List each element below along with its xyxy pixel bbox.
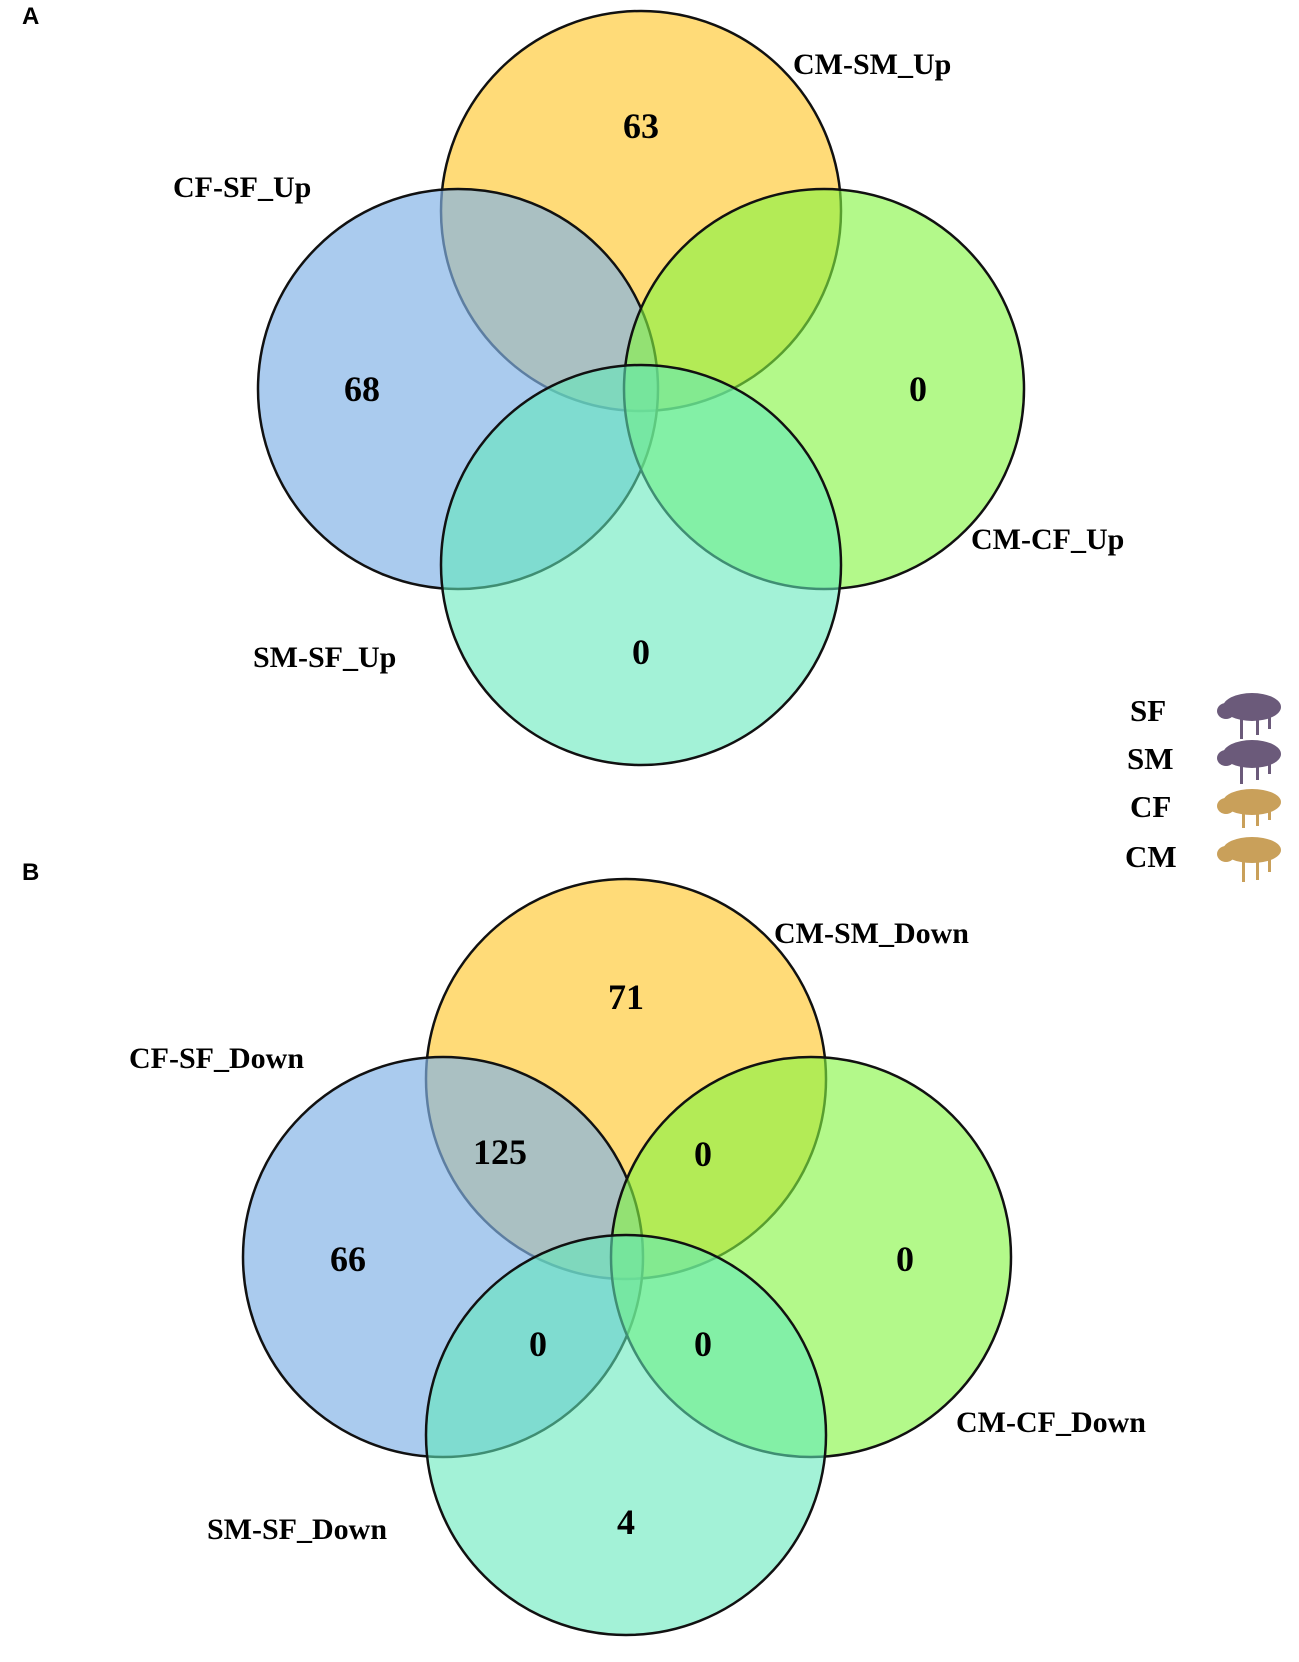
panel-a: A CM-SM_Up CF-SF_Up CM-CF_Up SM-SF_Up 63… — [22, 3, 1124, 767]
set-label-cm-cf-down: CM-CF_Down — [956, 1406, 1146, 1439]
count-cf-sf-and-sm-sf: 0 — [529, 1324, 547, 1364]
count-cm-sm-and-cf-sf: 125 — [473, 1132, 527, 1172]
legend: SF SM — [1125, 693, 1281, 882]
count-cm-cf-and-sm-sf: 0 — [694, 1324, 712, 1364]
dark-insect-icon — [1217, 740, 1281, 784]
set-label-cm-sm-up: CM-SM_Up — [793, 48, 951, 81]
set-label-cm-cf-up: CM-CF_Up — [971, 523, 1124, 556]
legend-label: SM — [1127, 741, 1174, 776]
legend-item-sf: SF — [1130, 693, 1281, 739]
tan-insect-icon — [1217, 789, 1281, 828]
panel-b-letter: B — [22, 859, 39, 886]
count-cf-sf-only: 68 — [344, 369, 380, 409]
legend-label: CF — [1130, 789, 1171, 824]
dark-insect-icon — [1217, 693, 1281, 739]
set-label-cf-sf-up: CF-SF_Up — [173, 171, 311, 204]
count-cm-sm-only: 71 — [608, 977, 644, 1017]
panel-a-letter: A — [22, 3, 39, 30]
legend-label: CM — [1125, 839, 1177, 874]
set-label-sm-sf-down: SM-SF_Down — [207, 1513, 387, 1546]
count-sm-sf-only: 4 — [617, 1502, 635, 1542]
panel-b: B CM-SM_Down CF-SF_Down CM-CF_Down SM-SF… — [22, 859, 1146, 1637]
circle-sm-sf-down — [424, 1233, 828, 1637]
legend-item-sm: SM — [1127, 740, 1281, 784]
set-label-cf-sf-down: CF-SF_Down — [129, 1042, 304, 1075]
count-cm-sm-only: 63 — [623, 106, 659, 146]
set-label-cm-sm-down: CM-SM_Down — [774, 917, 969, 950]
count-cm-cf-only: 0 — [896, 1239, 914, 1279]
tan-insect-icon — [1217, 837, 1281, 882]
count-sm-sf-only: 0 — [632, 632, 650, 672]
circle-sm-sf-up — [439, 363, 843, 767]
set-label-sm-sf-up: SM-SF_Up — [253, 641, 396, 674]
legend-item-cf: CF — [1130, 789, 1281, 828]
count-cm-cf-only: 0 — [909, 369, 927, 409]
count-cm-sm-and-cm-cf: 0 — [694, 1134, 712, 1174]
legend-item-cm: CM — [1125, 837, 1281, 882]
legend-label: SF — [1130, 693, 1166, 728]
count-cf-sf-only: 66 — [330, 1239, 366, 1279]
